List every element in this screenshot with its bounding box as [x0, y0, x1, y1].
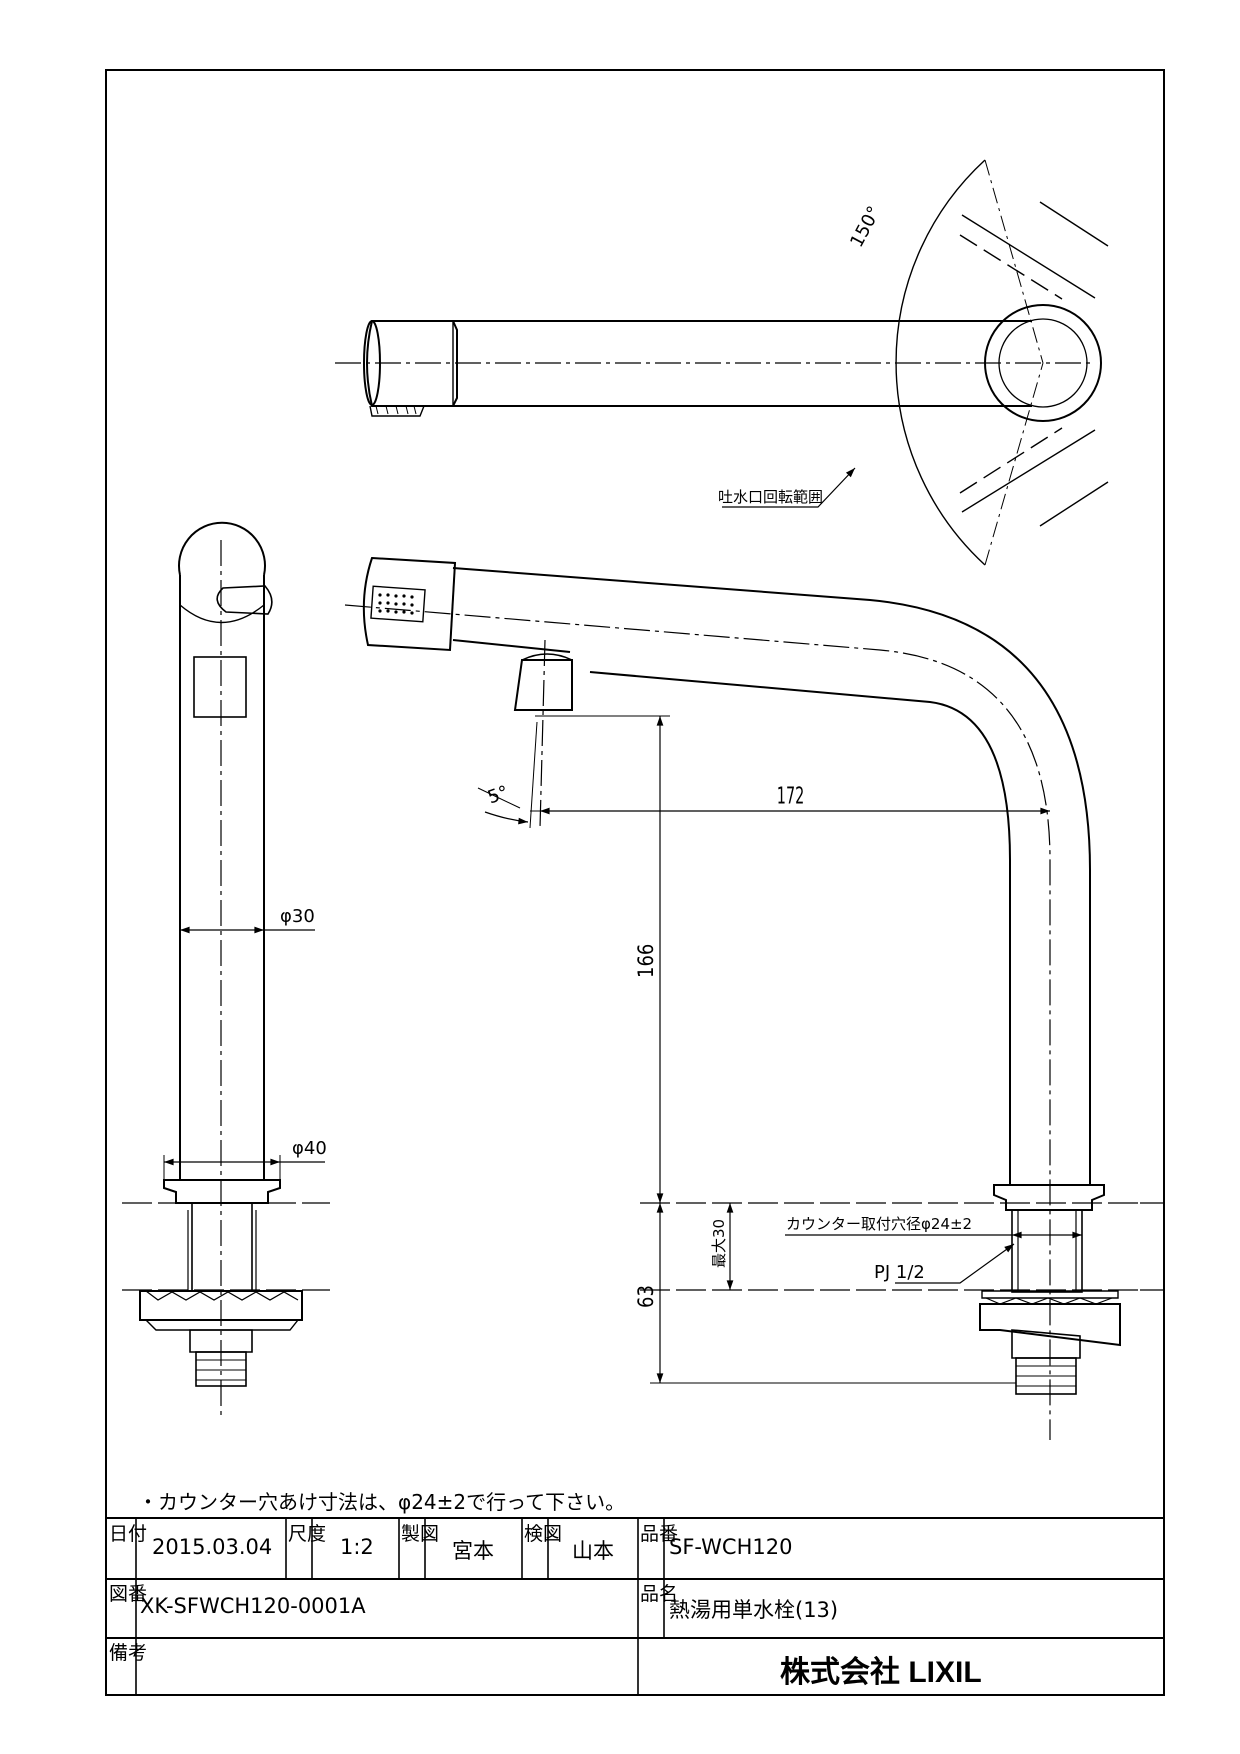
- top-view: [335, 159, 1109, 566]
- dimension-166-label: 166: [633, 944, 658, 978]
- checked-header: 検図: [524, 1523, 563, 1545]
- checked-by-value: 山本: [572, 1539, 614, 1563]
- scale-header: 尺度: [288, 1523, 327, 1545]
- product-no-header: 品番: [640, 1523, 679, 1545]
- diameter-40-label: φ40: [292, 1138, 327, 1159]
- drawing-no-value: XK-SFWCH120-0001A: [140, 1594, 366, 1618]
- angle-150-label: 150°: [846, 203, 885, 251]
- thread-label: PJ 1/2: [874, 1262, 925, 1283]
- drawing-no-header: 図番: [109, 1583, 148, 1605]
- product-no-value: SF-WCH120: [669, 1535, 793, 1559]
- dimension-172-label: 172: [777, 782, 804, 810]
- diameter-30-label: φ30: [280, 906, 315, 927]
- company-logo: 株式会社 LIXIL: [780, 1656, 982, 1689]
- product-name-value: 熱湯用単水栓(13): [669, 1598, 839, 1622]
- scale-value: 1:2: [340, 1535, 374, 1559]
- dimension-63-label: 63: [633, 1285, 658, 1308]
- date-header: 日付: [109, 1523, 148, 1545]
- nozzle-dots: [378, 593, 414, 615]
- front-view: [344, 556, 1164, 1440]
- rotation-range-label: 吐水口回転範囲: [718, 488, 823, 506]
- counter-hole-label: カウンター取付穴径φ24±2: [786, 1215, 972, 1233]
- title-block: [105, 1517, 1165, 1696]
- side-view: [122, 521, 330, 1420]
- counter-hole-note: ・カウンター穴あけ寸法は、φ24±2で行って下さい。: [138, 1490, 626, 1514]
- drawn-header: 製図: [401, 1523, 440, 1545]
- product-name-header: 品名: [640, 1583, 679, 1605]
- date-value: 2015.03.04: [152, 1535, 273, 1559]
- remarks-header: 備考: [109, 1642, 148, 1664]
- dimension-max30-label: 最大30: [710, 1219, 728, 1268]
- angle-5-label: 5°: [485, 782, 511, 809]
- drawn-by-value: 宮本: [452, 1539, 494, 1563]
